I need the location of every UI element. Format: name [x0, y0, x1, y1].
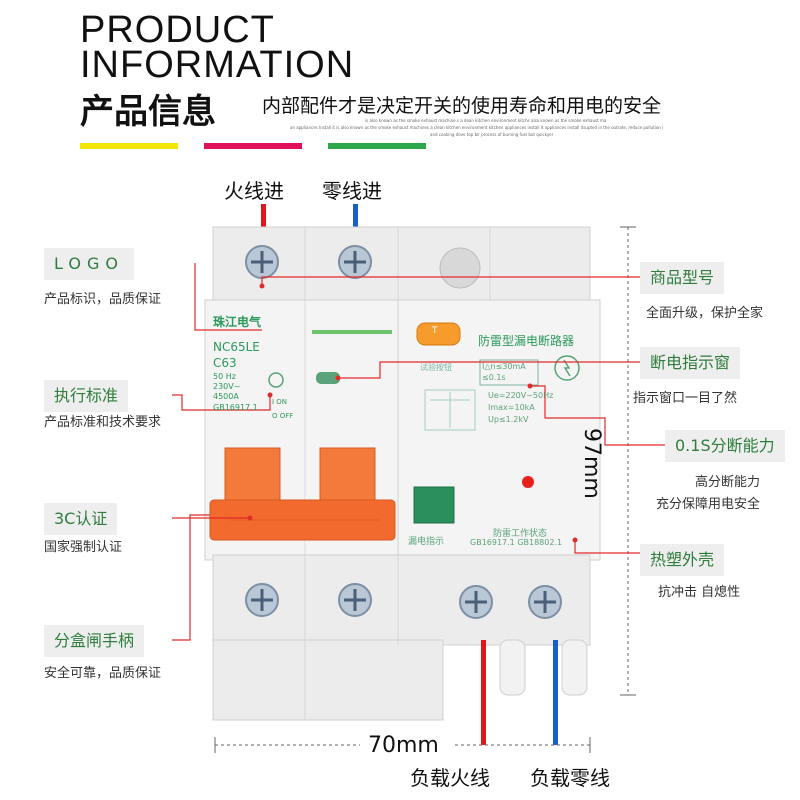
live-in-wire	[261, 204, 266, 228]
terminal-screw	[245, 583, 279, 617]
load-neutral-label: 负载零线	[530, 766, 610, 790]
callout-breaking-title: 0.1S分断能力	[665, 430, 785, 462]
callout-shell-desc: 抗冲击 自熄性	[658, 585, 741, 600]
device-rating: C63	[213, 356, 237, 370]
leak-indicator-led	[522, 476, 534, 488]
callout-logo-title: LOGO	[44, 248, 134, 280]
callout-3c-desc: 国家强制认证	[44, 540, 123, 555]
test-button-text: T	[432, 326, 438, 336]
callout-logo-desc: 产品标识，品质保证	[44, 292, 162, 307]
terminal-screw	[459, 585, 493, 619]
device-brand: 珠江电气	[213, 315, 262, 329]
device-spec-1: I△n≤30mA	[482, 362, 526, 371]
device-standard: GB16917.1	[213, 403, 258, 412]
device-off-label: O OFF	[272, 412, 294, 420]
device-spec-3: Ue=220V~50Hz	[488, 391, 554, 400]
tiny-text-3: and cooking dove top bir process of burn…	[430, 132, 554, 137]
title-cn: 产品信息	[80, 92, 216, 132]
callout-breaking-desc2: 充分保障用电安全	[655, 497, 760, 512]
accent-bar-yellow	[80, 143, 178, 149]
callout-model-title: 商品型号	[640, 262, 725, 294]
accent-bar-green	[328, 143, 426, 149]
callout-shell-title: 热塑外壳	[640, 544, 725, 576]
device-leak-label: 漏电指示	[408, 537, 445, 547]
title-en-line1: PRODUCT	[80, 9, 275, 51]
height-dimension: 97mm	[579, 428, 604, 499]
device-spec-5: Up≤1.2kV	[488, 415, 529, 424]
load-live-label: 负载火线	[410, 766, 490, 790]
load-neutral-wire	[553, 640, 558, 745]
device-standards-2: GB16917.1 GB18802.1	[470, 538, 563, 547]
callout-handle-title: 分盒闸手柄	[44, 625, 145, 657]
device-product-name: 防雷型漏电断路器	[478, 334, 575, 348]
device-spec-4: Imax=10kA	[488, 403, 535, 412]
device-test-label: 试验按钮	[420, 363, 452, 372]
tagline: 内部配件才是决定开关的使用寿命和用电的安全	[262, 95, 662, 117]
status-window	[316, 372, 340, 384]
width-dimension: 70mm	[368, 733, 439, 758]
tiny-text-1: is also known as the smoke exhaust machi…	[365, 118, 607, 123]
neutral-in-label: 零线进	[322, 179, 382, 203]
callout-standard-title: 执行标准	[44, 380, 129, 412]
device-breaking: 4500A	[213, 392, 239, 401]
callout-3c-title: 3C认证	[44, 503, 118, 535]
terminal-screw	[338, 583, 372, 617]
load-live-wire	[481, 640, 486, 745]
live-in-label: 火线进	[224, 179, 284, 203]
terminal-screw	[528, 585, 562, 619]
test-button	[416, 322, 461, 346]
neutral-in-wire	[353, 204, 358, 228]
callout-breaking-desc: 高分断能力	[694, 475, 760, 490]
terminal-screw	[245, 245, 279, 279]
tiny-text-2: an appliances Install it is also known a…	[290, 125, 664, 130]
leakage-button	[413, 486, 455, 524]
title-en-line2: INFORMATION	[80, 44, 355, 86]
callout-window-desc: 指示窗口一目了然	[633, 391, 738, 406]
device-model: NC65LE	[213, 340, 260, 354]
terminal-hole	[439, 247, 481, 289]
device-voltage: 230V~	[213, 382, 241, 391]
callout-standard-desc: 产品标准和技术要求	[44, 415, 162, 430]
device-status-label: 防雷工作状态	[493, 529, 548, 539]
device-freq: 50 Hz	[213, 372, 236, 381]
terminal-screw	[338, 245, 372, 279]
accent-bar-red	[204, 143, 302, 149]
callout-handle-desc: 安全可靠，品质保证	[44, 666, 162, 681]
callout-window-title: 断电指示窗	[640, 347, 741, 379]
device-on-label: I ON	[272, 398, 288, 406]
callout-model-desc: 全面升级，保护全家	[646, 306, 764, 321]
device-spec-2: ≤0.1s	[482, 373, 506, 382]
